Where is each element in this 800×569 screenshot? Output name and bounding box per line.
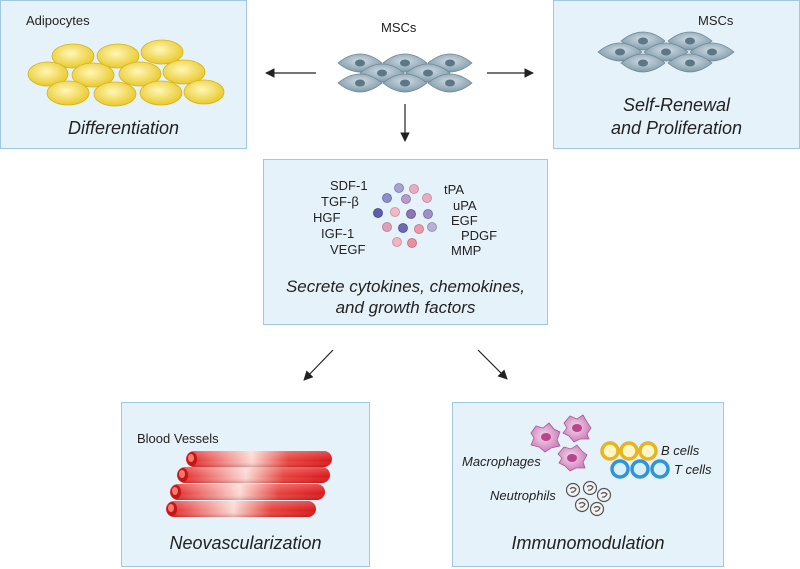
macrophages-label: Macrophages	[462, 454, 541, 469]
vessel	[177, 467, 330, 483]
neutrophil-cells	[565, 480, 612, 517]
secreted-factor-dots	[373, 183, 437, 248]
secretion-caption-line2: and growth factors	[335, 298, 476, 317]
t-cells	[610, 459, 670, 479]
vessel	[166, 501, 316, 517]
center-msc-label: MSCs	[381, 20, 417, 35]
factor-vegf: VEGF	[330, 242, 366, 257]
t-cells-label: T cells	[674, 462, 712, 477]
factor-igf-1: IGF-1	[321, 226, 355, 241]
blood-vessels	[166, 451, 332, 517]
self-renewal-msc-cells	[597, 31, 735, 73]
msc-cell-group	[337, 53, 473, 93]
b-cells	[600, 441, 658, 461]
vessel	[186, 451, 332, 467]
self-renewal-msc-label: MSCs	[698, 13, 734, 28]
self-renewal-caption-line2: and Proliferation	[610, 118, 743, 138]
blood-vessels-label: Blood Vessels	[137, 431, 219, 446]
b-cells-label: B cells	[661, 443, 700, 458]
immunomodulation-caption: Immunomodulation	[511, 533, 665, 553]
self-renewal-box	[553, 0, 800, 149]
adipocytes-label: Adipocytes	[26, 13, 90, 28]
factor-sdf-1: SDF-1	[330, 178, 368, 193]
adipocyte-cells	[27, 39, 225, 107]
secretion-box	[263, 159, 548, 325]
differentiation-caption: Differentiation	[67, 118, 180, 138]
factor-mmp: MMP	[451, 243, 482, 258]
macrophage-cells	[530, 414, 592, 472]
factor-pdgf: PDGF	[461, 228, 498, 243]
factor-tgf-beta: TGF-β	[321, 194, 359, 209]
factor-hgf: HGF	[313, 210, 341, 225]
neutrophils-label: Neutrophils	[490, 488, 556, 503]
factor-upa: uPA	[453, 198, 477, 213]
factor-tpa: tPA	[444, 182, 464, 197]
neovascularization-caption: Neovascularization	[169, 533, 322, 553]
self-renewal-caption-line1: Self-Renewal	[622, 95, 731, 115]
factor-egf: EGF	[451, 213, 478, 228]
vessel	[170, 484, 325, 500]
secretion-caption-line1: Secrete cytokines, chemokines,	[285, 277, 526, 296]
